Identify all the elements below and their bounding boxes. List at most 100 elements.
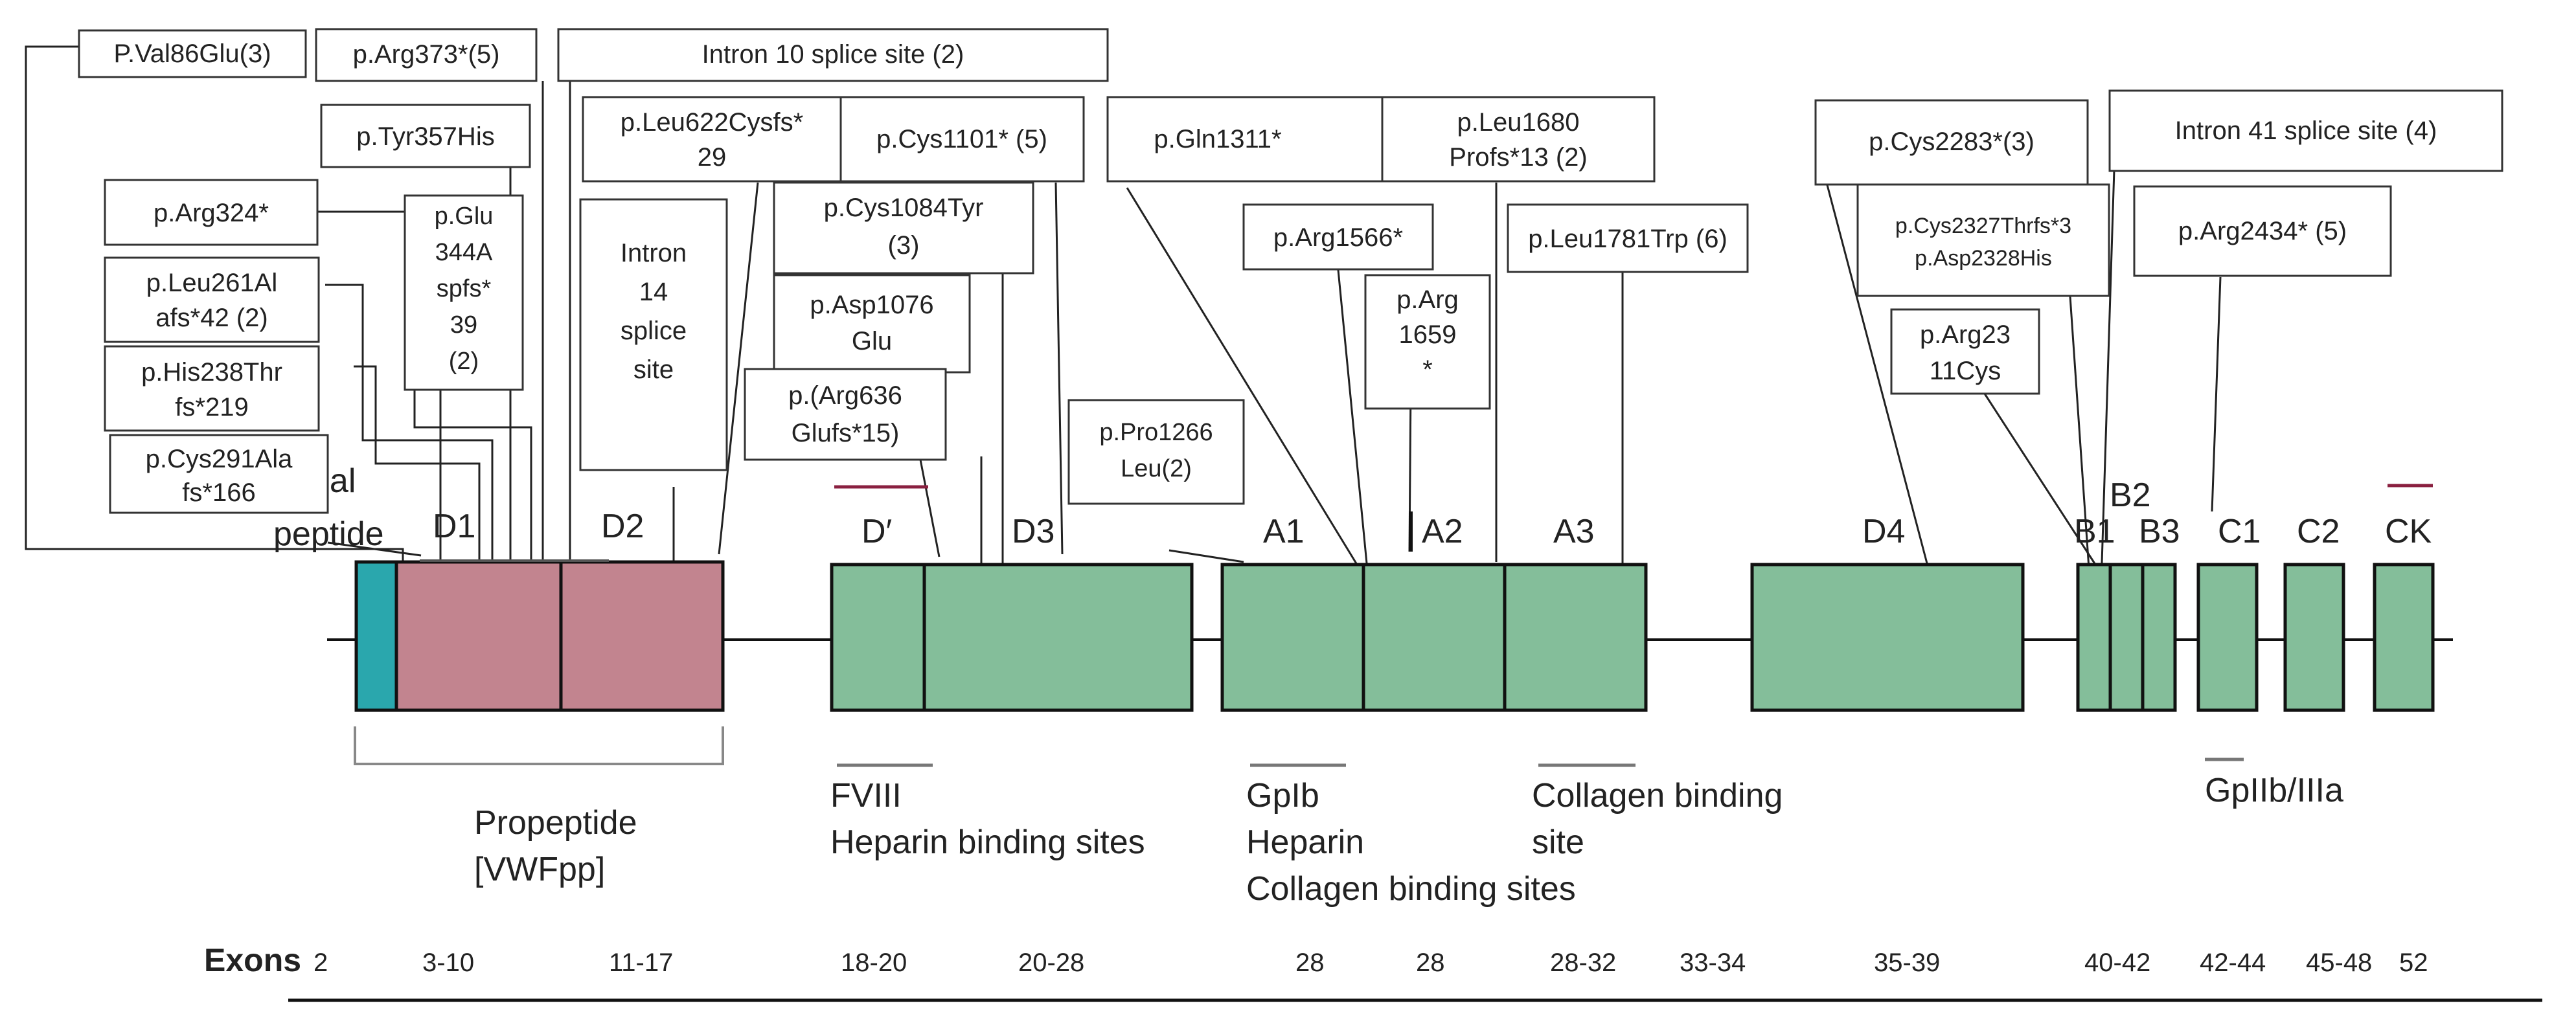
signal-peptide-box [354,560,398,712]
mutation-box-arg2434: p.Arg2434* (5) [2133,185,2392,277]
domain-label-b2: B2 [2110,477,2151,514]
domain-label-dprime: D′ [861,513,892,550]
mutation-text: p.Cys1084Tyr [824,194,984,222]
mutation-box-tyr357his: p.Tyr357His [320,104,531,168]
b1-box [2076,563,2112,712]
ck-box [2373,563,2435,712]
mutation-box-cys1084: p.Cys1084Tyr (3) [773,181,1034,275]
mutation-box-cys2327: p.Cys2327Thrfs*3 p.Asp2328His [1856,183,2110,297]
domain-label-a1: A1 [1263,513,1305,550]
mutation-text: Intron 41 splice site (4) [2175,117,2437,145]
mutation-text: Glufs*15) [792,419,900,447]
domain-label-d3: D3 [1012,513,1054,550]
a3-box [1503,563,1648,712]
mutation-box-arg324: p.Arg324* [104,179,319,246]
mutation-box-his238: p.His238Thr fs*219 [104,345,320,432]
vwfpp-label: [VWFpp] [474,851,605,888]
mutation-text: fs*219 [175,393,248,421]
mutation-text: 14 [639,278,668,306]
mutation-text: p.Arg [1396,286,1459,314]
mutation-text: Profs*13 (2) [1449,143,1587,172]
mutation-text: p.Arg1566* [1273,223,1403,252]
mutation-box-arg1566: p.Arg1566* [1242,203,1434,271]
mutation-text: p.Leu1680 [1457,108,1579,137]
d2-box [559,560,725,712]
mutation-text: p.Leu622Cysfs* [621,108,803,137]
mutation-text: Intron [621,239,687,267]
domain-label-b1: B1 [2074,513,2115,550]
mutation-box-val86glu: P.Val86Glu(3) [78,29,307,78]
mutation-box-leu1781: p.Leu1781Trp (6) [1507,203,1749,273]
mutation-connector-lines [25,45,2222,576]
mutation-box-arg373: p.Arg373*(5) [315,28,538,82]
mutation-text: p.Cys2283*(3) [1869,128,2035,156]
mutation-text: p.Cys2327Thrfs*3 [1895,214,2071,238]
mutation-text: splice [621,317,687,345]
mutation-text: Glu [852,327,892,355]
exon-row: Exons 2 3-10 11-17 18-20 20-28 28 28 28-… [204,942,2428,978]
mutation-text: p.Arg373*(5) [353,40,500,69]
mutation-text: p.Asp2328His [1915,246,2052,271]
mutation-text: 344A [435,239,493,266]
exon-label: 45-48 [2306,948,2372,977]
mutation-box-leu261: p.Leu261Al afs*42 (2) [104,256,320,343]
mutation-text: spfs* [437,275,492,302]
mutation-text: 11Cys [1930,357,2001,385]
mutation-text: p.His238Thr [141,358,282,387]
collagen-binding-label: Collagen binding [1532,777,1783,814]
binding-site-bars [837,757,2244,767]
mutation-box-intron14: Intron 14 splice site [579,198,728,471]
mutation-box-arg2311: p.Arg23 11Cys [1890,308,2040,395]
mutation-text: p.Arg23 [1920,320,2011,349]
gpib-collagen-label: Collagen binding sites [1246,870,1576,908]
domain-label-b3: B3 [2139,513,2180,550]
mutation-text: p.Leu261Al [146,269,277,297]
mutation-box-cys1101: p.Cys1101* (5) [839,96,1085,183]
d3-box [922,563,1194,712]
mutation-text: (2) [449,348,479,375]
mutation-text: p.Leu1781Trp (6) [1528,225,1727,253]
mutation-box-arg636: p.(Arg636 Glufs*15) [744,368,947,461]
mutation-text: p.Pro1266 [1099,419,1213,446]
mutation-text: 1659 [1399,320,1457,349]
region-labels: Propeptide [VWFpp] FVIII Heparin binding… [474,772,2343,908]
mutation-box-gln1311: p.Gln1311* [1106,96,1384,183]
exon-label: 42-44 [2200,948,2266,977]
domain-label-a2: A2 [1422,513,1463,550]
c1-box [2196,563,2259,712]
exon-label: 28-32 [1550,948,1616,977]
mutation-callouts: P.Val86Glu(3) p.Arg373*(5) Intron 10 spl… [78,28,2503,514]
d4-box [1750,563,2025,712]
signal-peptide-label: peptide [273,515,384,553]
gpiib-label: GpIIb/IIIa [2205,772,2343,809]
mutation-box-leu1680: p.Leu1680 Profs*13 (2) [1381,96,1656,183]
mutation-box-cys291: p.Cys291Ala fs*166 [109,434,329,514]
mutation-text: p.Arg324* [154,199,269,227]
exon-label: 3-10 [422,948,474,977]
gpib-label: GpIb [1246,777,1319,814]
exon-label: 2 [313,948,328,977]
exon-label: 28 [1295,948,1325,977]
mutation-text: fs*166 [182,478,255,507]
domain-label-d4: D4 [1862,513,1905,550]
mutation-text: p.Arg2434* (5) [2178,217,2347,245]
mutation-text: p.Tyr357His [356,122,494,151]
mutation-text: 39 [450,311,477,339]
domain-label-ck: CK [2385,513,2432,550]
mutation-text: p.Gln1311* [1154,125,1281,153]
exons-axis-title: Exons [204,942,301,978]
domain-label-c1: C1 [2218,513,2261,550]
mutation-text: p.Cys1101* (5) [876,125,1047,153]
domain-boxes [354,560,2435,712]
heparin-binding-label: Heparin binding sites [830,824,1145,861]
domain-label-d2: D2 [601,508,644,545]
exon-label: 28 [1416,948,1445,977]
mutation-text: Intron 10 splice site (2) [702,40,964,69]
mutation-box-asp1076: p.Asp1076 Glu [773,274,971,374]
domain-labels: nal peptide D1 D2 D′ D3 A1 A2 A3 D4 B1 B… [273,462,2432,553]
fviii-label: FVIII [830,777,902,814]
accent-marks [420,484,2433,562]
collagen-site-label: site [1532,824,1584,861]
